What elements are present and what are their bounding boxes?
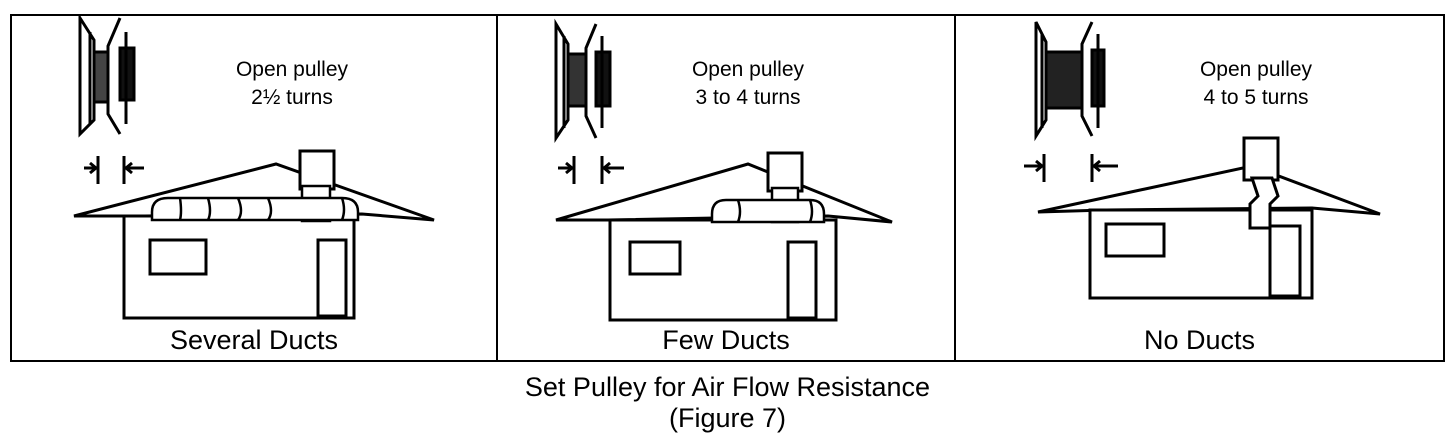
figure-frame: Open pulley 2½ turns Several Ducts [10,14,1445,362]
ducts-illustration [150,184,360,223]
width-gauge-arrows [84,156,144,184]
house-illustration [73,149,435,320]
panel-illustration [554,18,893,322]
width-gauge-arrows [558,156,624,184]
panel-label: Few Ducts [662,325,790,355]
figure-caption-number: (Figure 7) [668,403,787,433]
house-illustration [555,151,893,322]
pulley-turns: 3 to 4 turns [695,86,801,109]
pulley-turns: 2½ turns [251,86,333,109]
pulley-instruction-line1: Open pulley [235,58,349,81]
pulley-icon [554,18,612,143]
pulley-instruction: Open pulley 3 to 4 turns [638,56,858,112]
pulley-instruction: Open pulley 2½ turns [182,56,402,112]
panel-illustration [73,16,435,320]
pulley-instruction-line1: Open pulley [1199,58,1313,81]
panel-several-ducts: Open pulley 2½ turns Several Ducts [12,16,496,360]
width-gauge-arrows [1024,154,1118,182]
pulley-instruction-line1: Open pulley [691,58,805,81]
pulley-turns: 4 to 5 turns [1203,86,1309,109]
panel-label: Several Ducts [169,325,339,355]
pulley-instruction: Open pulley 4 to 5 turns [1146,56,1366,112]
pulley-icon [1034,21,1106,142]
ducts-illustration [710,186,826,224]
panel-label: No Ducts [1143,325,1256,355]
panel-illustration [1024,21,1381,300]
figure-caption-title: Set Pulley for Air Flow Resistance [524,372,931,402]
pulley-icon [78,16,136,138]
house-illustration [1037,136,1381,300]
panel-no-ducts: Open pulley 4 to 5 turns No Ducts [954,16,1443,360]
panel-few-ducts: Open pulley 3 to 4 turns Few Ducts [496,16,954,360]
